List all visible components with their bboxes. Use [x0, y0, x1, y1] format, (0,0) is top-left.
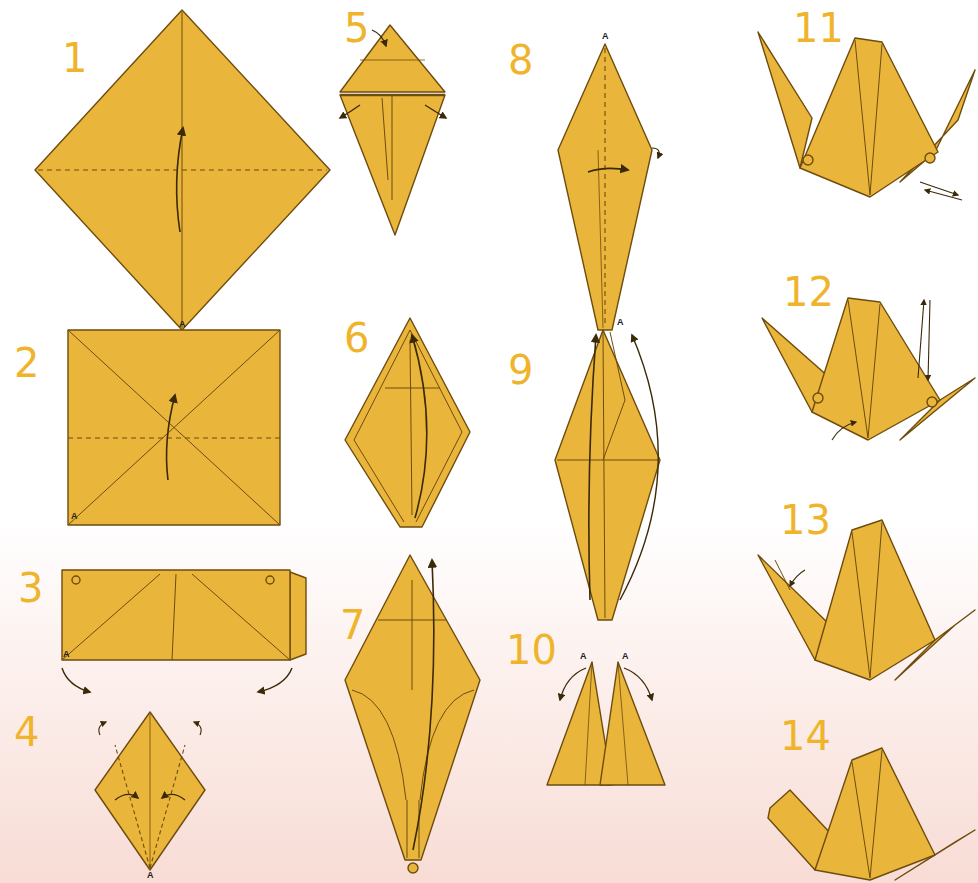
step-number: 3 — [18, 568, 43, 608]
corner-mark: A — [580, 652, 587, 661]
step-number: 2 — [14, 343, 39, 383]
step-number: 1 — [62, 38, 87, 78]
step-number: 6 — [344, 318, 369, 358]
corner-mark: A — [617, 318, 624, 327]
step-number: 9 — [508, 350, 533, 390]
corner-mark: A — [63, 650, 70, 659]
corner-mark: A — [622, 652, 629, 661]
step-number: 11 — [793, 8, 844, 48]
step-number: 7 — [340, 605, 365, 645]
step-number: 4 — [14, 712, 39, 752]
step-number: 8 — [508, 40, 533, 80]
corner-mark: A — [147, 871, 154, 880]
step-number: 13 — [780, 500, 831, 540]
step-number: 5 — [344, 8, 369, 48]
step-number: 12 — [783, 272, 834, 312]
step-number: 10 — [506, 630, 557, 670]
step-number: 14 — [780, 716, 831, 756]
corner-mark: A — [602, 32, 609, 41]
corner-mark: A — [71, 512, 78, 521]
corner-mark: A — [179, 320, 186, 329]
